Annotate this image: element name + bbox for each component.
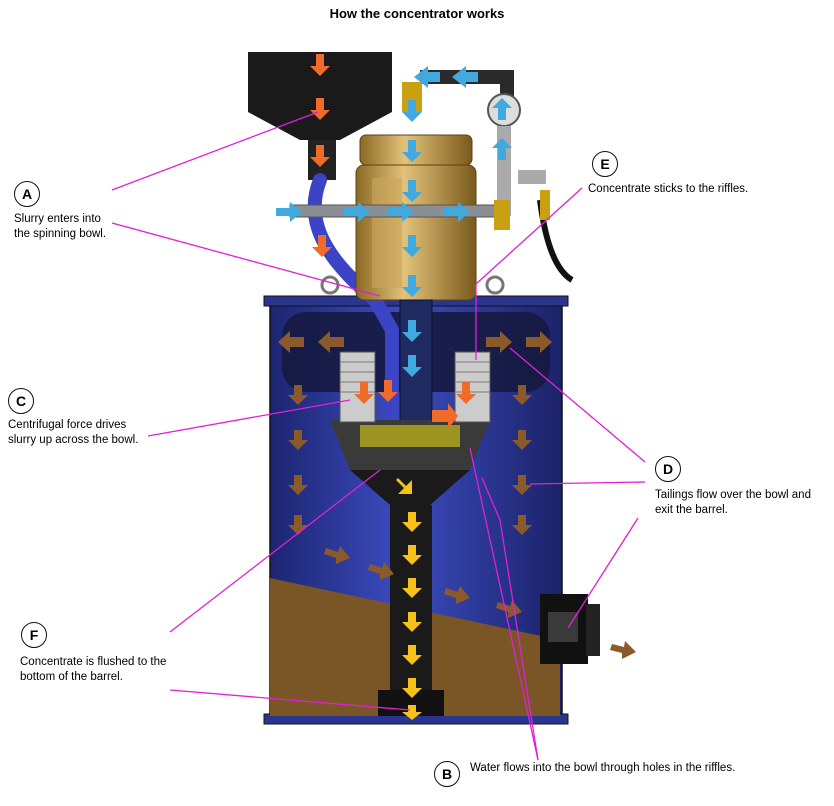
spinning-bowl (330, 351, 491, 505)
tailings-outlet (540, 594, 600, 664)
slurry-arrows (310, 54, 476, 429)
callout-e-text: Concentrate sticks to the riffles. (588, 182, 748, 197)
water-arrows (276, 66, 512, 377)
callout-c-line1: Centrifugal force drives (8, 419, 127, 431)
callout-c-text: Centrifugal force drives slurry up acros… (8, 418, 138, 448)
callout-b-text: Water flows into the bowl through holes … (470, 761, 735, 776)
callout-f-line1: Concentrate is flushed to the (20, 656, 167, 668)
callout-b-badge: B (434, 761, 460, 787)
callout-a-line1: Slurry enters into (14, 213, 101, 225)
callout-e-line1: Concentrate sticks to the riffles. (588, 183, 749, 195)
callout-a-text: Slurry enters into the spinning bowl. (14, 212, 106, 242)
leader-lines (111, 111, 646, 761)
callout-d-line2: exit the barrel. (655, 504, 728, 516)
callout-b-line1: Water flows into the bowl through holes … (470, 762, 736, 774)
diagram-title: How the concentrator works (329, 6, 505, 21)
callout-d-line1: Tailings flow over the bowl and (655, 489, 811, 501)
concentrate-column (390, 505, 432, 710)
callout-c-line2: slurry up across the bowl. (8, 434, 139, 446)
callout-f-badge: F (21, 622, 47, 648)
motor (320, 134, 505, 301)
callout-a-line2: the spinning bowl. (14, 228, 107, 240)
callout-c-badge: C (8, 388, 34, 414)
tailings-arrows (278, 331, 636, 659)
callout-e-badge: E (592, 151, 618, 177)
callout-f-text: Concentrate is flushed to the bottom of … (20, 655, 166, 685)
concentrate-arrows (396, 478, 422, 720)
callout-f-line2: bottom of the barrel. (20, 671, 123, 683)
callout-a-badge: A (14, 181, 40, 207)
callout-d-text: Tailings flow over the bowl and exit the… (655, 488, 811, 518)
callout-d-badge: D (655, 456, 681, 482)
